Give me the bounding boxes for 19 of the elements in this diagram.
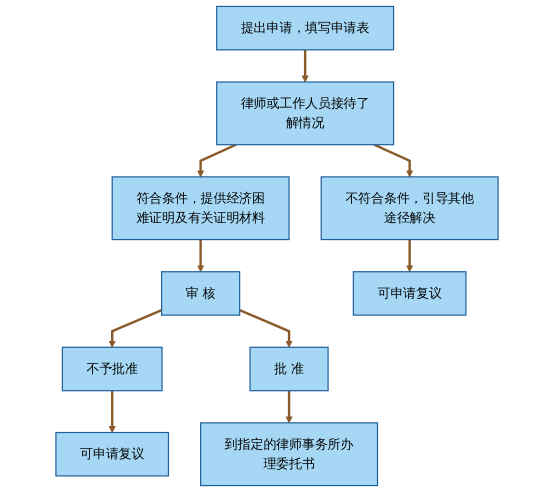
arrow (374, 144, 414, 178)
node-box: 可申请复议 (352, 271, 467, 316)
arrow (108, 309, 162, 348)
arrow (108, 390, 116, 433)
arrow (406, 240, 414, 272)
arrow (286, 390, 293, 424)
arrow (197, 240, 204, 272)
node-box: 律师或工作人员接待了解情况 (216, 81, 394, 146)
node-box: 到指定的律师事务所办理委托书 (200, 422, 378, 486)
node-box: 审 核 (161, 271, 240, 316)
node-box: 可申请复议 (55, 432, 170, 477)
node-box: 不予批准 (62, 346, 163, 392)
arrow (197, 144, 237, 178)
node-box: 批 准 (249, 346, 329, 392)
arrow (302, 50, 309, 82)
node-box: 符合条件，提供经济困难证明及有关证明材料 (112, 176, 290, 240)
arrow (239, 309, 293, 348)
node-box: 提出申请，填写申请表 (216, 6, 394, 50)
node-box: 不符合条件，引导其他途径解决 (320, 176, 499, 240)
